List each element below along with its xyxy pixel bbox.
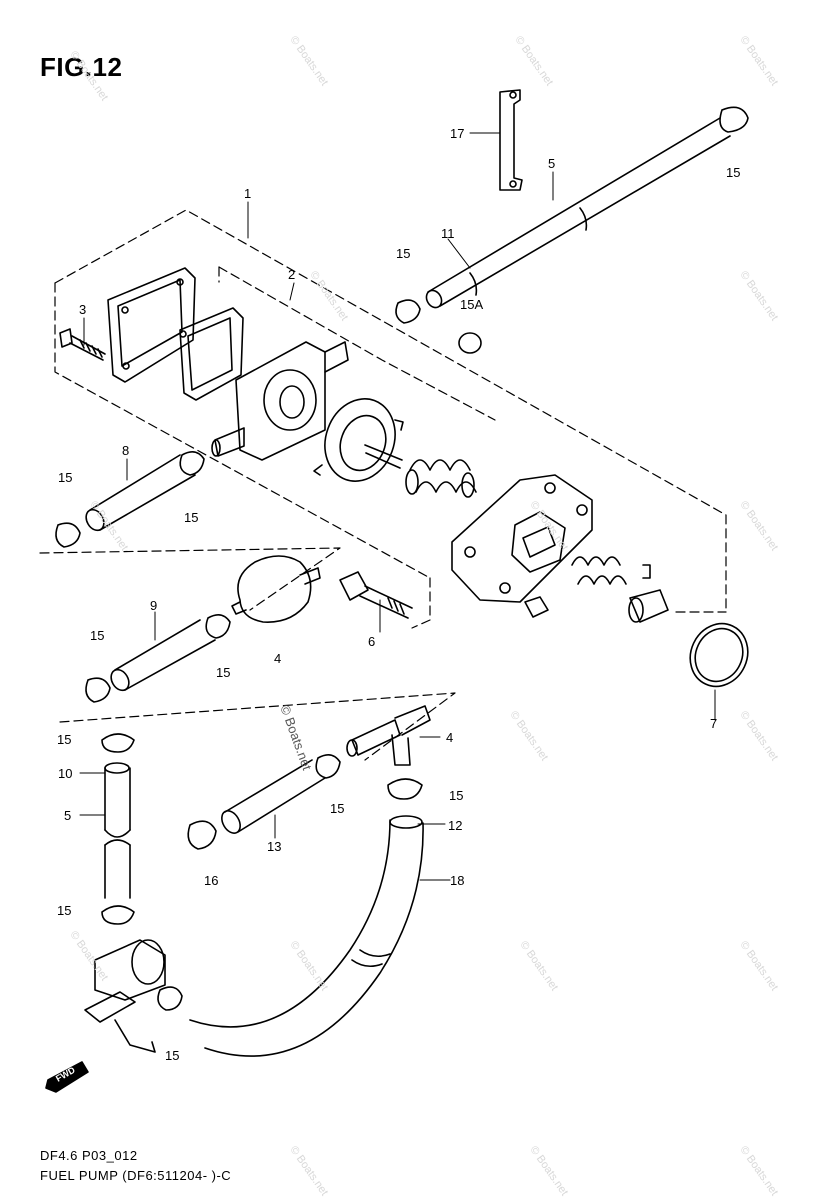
callout-5-upper: 5: [548, 156, 556, 171]
pump-housing: [451, 474, 593, 618]
o-ring-7: [689, 622, 749, 688]
callout-4-joint: 4: [446, 730, 454, 745]
hose-clamp-upper-right: [719, 106, 749, 133]
clip-16: [187, 820, 217, 850]
t-joint: [346, 705, 431, 766]
gasket: [179, 307, 244, 401]
figure-caption: FUEL PUMP (DF6:511204- )-C: [40, 1168, 232, 1183]
hose-10: [104, 762, 131, 899]
fwd-arrow-icon: [45, 1061, 89, 1093]
callout-13: 13: [267, 839, 282, 854]
hose-clamp-8-right: [179, 451, 205, 476]
spring: [405, 459, 477, 498]
hose-clamp-8-left: [55, 522, 81, 548]
screw-3: [59, 328, 106, 361]
callout-11: 11: [441, 226, 455, 241]
hose-clamp-10-top: [101, 733, 135, 753]
callout-4-filter: 4: [274, 651, 282, 666]
callout-15-h: 15: [330, 801, 345, 816]
hose-clamp-9-right: [205, 614, 231, 639]
callout-6: 6: [368, 634, 376, 649]
callout-15-j: 15: [57, 903, 72, 918]
callout-15-e: 15: [90, 628, 105, 643]
check-valve-spring: [571, 556, 627, 585]
callout-18: 18: [450, 873, 465, 888]
figure-title: FIG.12: [40, 52, 123, 82]
bolt-6: [339, 571, 413, 619]
callout-7: 7: [710, 716, 718, 731]
callout-9: 9: [150, 598, 158, 613]
hose-clamp-13: [315, 754, 341, 779]
clip-15a: [458, 332, 482, 354]
fuel-connector: [84, 939, 166, 1053]
callout-12: 12: [448, 818, 463, 833]
callout-15-b: 15: [396, 246, 411, 261]
fuel-filter: [231, 555, 321, 623]
hose-clamp-18: [387, 778, 423, 800]
callout-5-lower: 5: [64, 808, 72, 823]
assembly-boundary: [39, 209, 727, 761]
hose-9: [110, 619, 216, 692]
callout-15-i: 15: [449, 788, 464, 803]
callout-15-f: 15: [216, 665, 231, 680]
callout-15a: 15A: [460, 297, 484, 312]
callout-10: 10: [58, 766, 73, 781]
callout-2: 2: [288, 267, 296, 282]
callout-15-c: 15: [58, 470, 73, 485]
callout-8: 8: [122, 443, 130, 458]
hose-13: [221, 759, 326, 834]
hose-clamp-upper-left: [395, 299, 421, 324]
callout-15-d: 15: [184, 510, 199, 525]
pump-body: [211, 341, 349, 461]
figure-code: DF4.6 P03_012: [40, 1148, 138, 1163]
callout-17: 17: [450, 126, 465, 141]
callout-15-k: 15: [165, 1048, 180, 1063]
hose-11: [425, 117, 731, 309]
callout-1: 1: [244, 186, 252, 201]
clip-17: [499, 89, 523, 191]
hose-clamp-connector: [157, 986, 183, 1011]
hose-clamp-10-bottom: [101, 905, 135, 925]
callout-16: 16: [204, 873, 219, 888]
callout-15-g: 15: [57, 732, 72, 747]
callout-15-a: 15: [726, 165, 741, 180]
callout-3: 3: [79, 302, 87, 317]
hose-clamp-9-left: [85, 677, 111, 703]
hose-18: [189, 815, 424, 1057]
valve-cap: [628, 564, 669, 623]
diaphragm: [313, 398, 404, 482]
hose-8: [85, 454, 196, 532]
